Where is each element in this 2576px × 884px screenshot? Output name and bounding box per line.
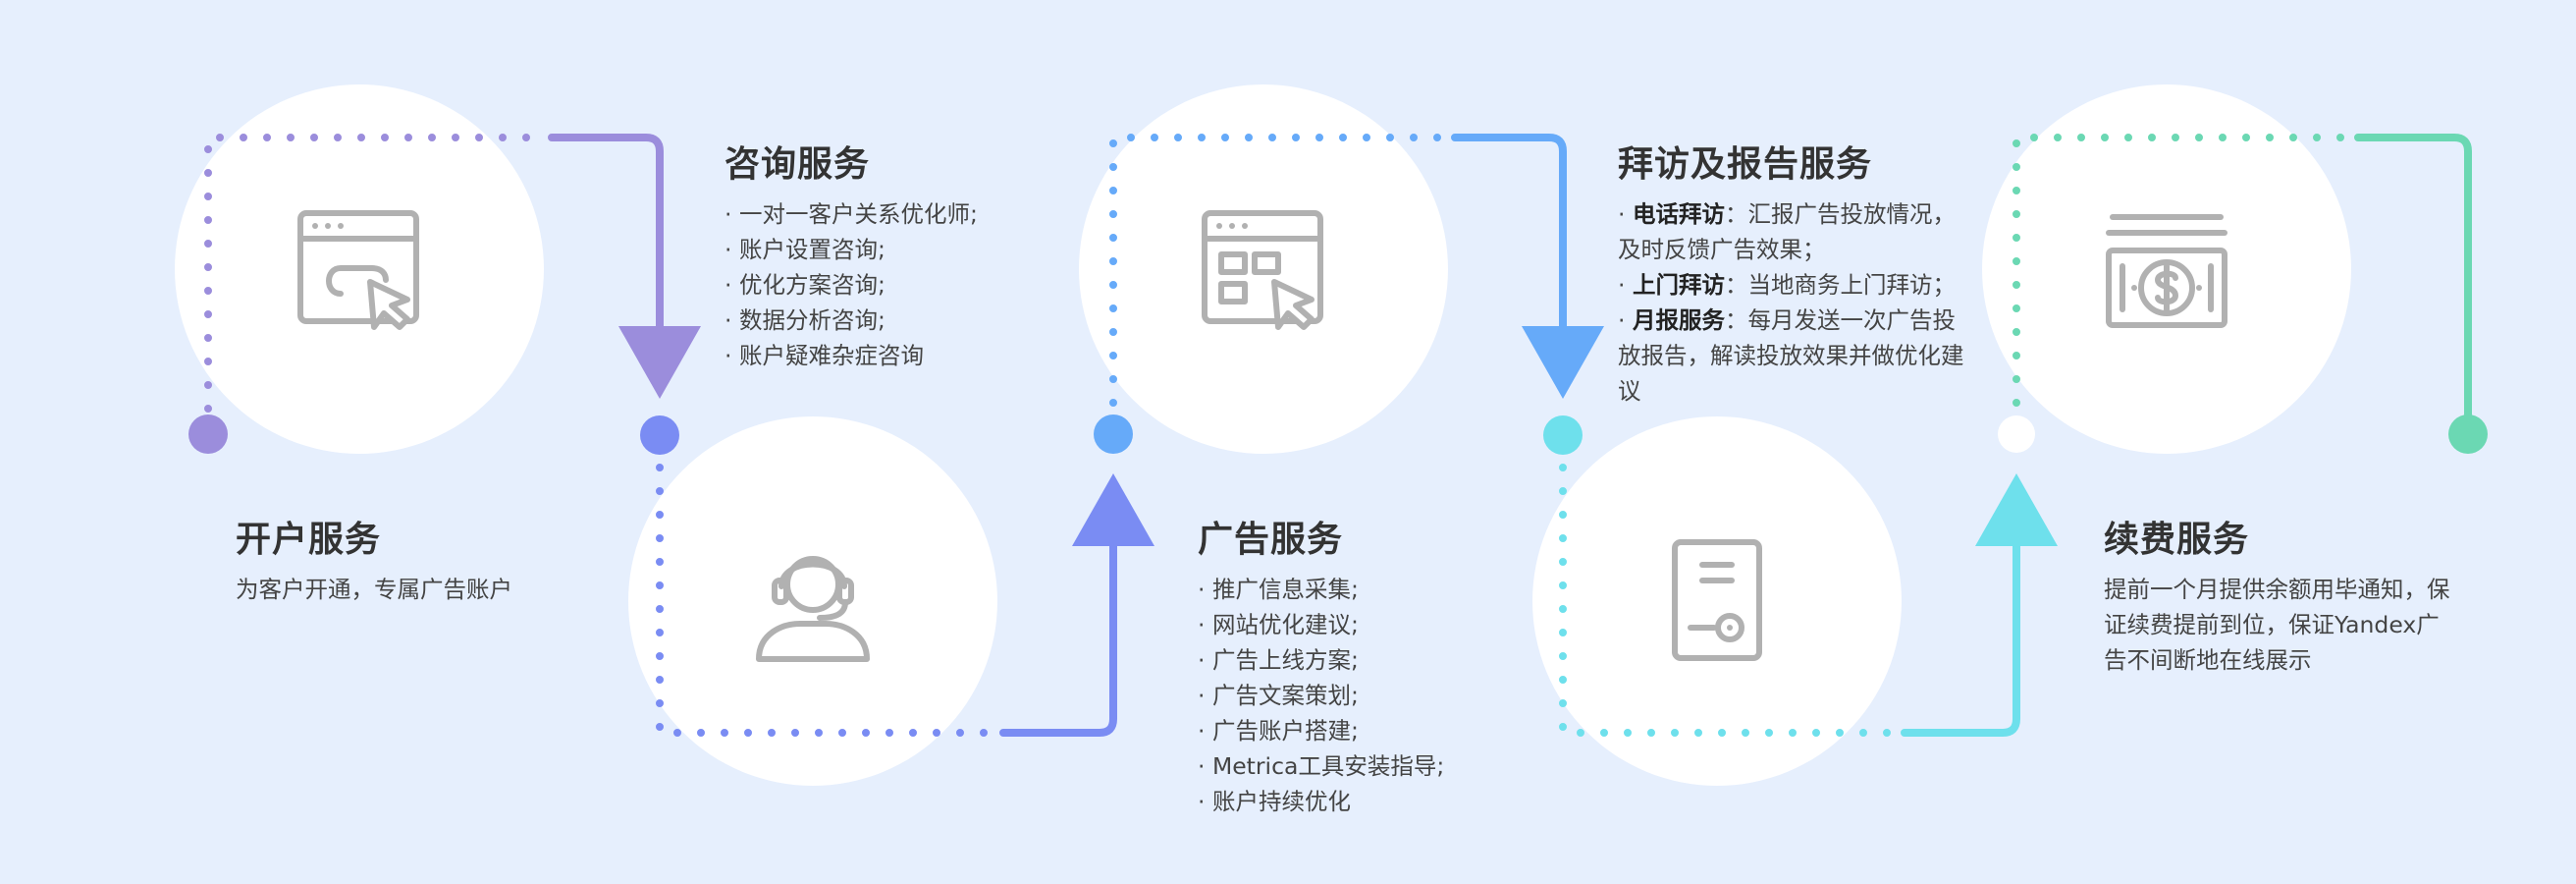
- step2-dotted-path: [656, 464, 995, 737]
- list-item: · 优化方案咨询;: [724, 271, 886, 299]
- step2-title: 咨询服务: [724, 144, 871, 185]
- browser-click-icon: [297, 210, 419, 330]
- step4-title: 拜访及报告服务: [1618, 144, 1873, 185]
- step5-start-dot: [1998, 415, 2035, 453]
- step3-arrow-down: [1522, 326, 1604, 399]
- step5-desc: 提前一个月提供余额用毕通知，保证续费提前到位，保证Yandex广告不间断地在线展…: [2104, 576, 2450, 674]
- step1-arrow-down: [618, 326, 701, 399]
- step4-solid-path: [1901, 534, 2020, 737]
- step1-desc: 为客户开通，专属广告账户: [236, 576, 512, 603]
- browser-grid-click-icon: [1202, 210, 1323, 330]
- step2-text: 咨询服务 · 一对一客户关系优化师; · 账户设置咨询; · 优化方案咨询; ·…: [724, 136, 1058, 373]
- step2-circle: [628, 416, 997, 786]
- list-item: · 广告文案策划;: [1198, 682, 1359, 709]
- step3-dot: [1094, 414, 1133, 454]
- step4-circle: [1532, 416, 1902, 786]
- list-item: · 一对一客户关系优化师;: [724, 200, 978, 228]
- step4-dotted-path: [1559, 464, 1899, 737]
- step1-solid-path: [548, 134, 664, 350]
- list-item: · 网站优化建议;: [1198, 611, 1359, 638]
- item-text: ：当地商务上门拜访；: [1724, 271, 1956, 299]
- list-item: · 月报服务：每月发送一次广告投放报告，解读投放效果并做优化建议: [1618, 306, 1964, 405]
- step3-dotted-path: [1109, 134, 1449, 407]
- step3-solid-path: [1451, 134, 1567, 350]
- item-text: ：汇报广告投放情况，及时反馈广告效果；: [1618, 200, 1956, 263]
- document-report-icon: [1672, 539, 1762, 661]
- list-item: · 账户设置咨询;: [724, 236, 886, 263]
- list-item: · 账户持续优化: [1198, 788, 1351, 815]
- list-item: · 账户疑难杂症咨询: [724, 342, 924, 369]
- step2-dot: [640, 415, 679, 455]
- step4-list: · 电话拜访：汇报广告投放情况，及时反馈广告效果； · 上门拜访：当地商务上门拜…: [1618, 196, 1971, 409]
- list-item: · 上门拜访：当地商务上门拜访；: [1618, 271, 1956, 299]
- step3-circle: [1079, 84, 1448, 454]
- step4-arrow-up: [1975, 473, 2058, 546]
- step1-text: 开户服务 为客户开通，专属广告账户: [236, 511, 609, 607]
- step2-list: · 一对一客户关系优化师; · 账户设置咨询; · 优化方案咨询; · 数据分析…: [724, 196, 1058, 373]
- step5-dotted-path: [2012, 134, 2352, 407]
- list-item: · 数据分析咨询;: [724, 306, 886, 334]
- customer-service-headset-icon: [756, 556, 870, 662]
- list-item: · Metrica工具安装指导;: [1198, 752, 1445, 780]
- step5-title: 续费服务: [2104, 520, 2250, 560]
- item-label: 月报服务: [1632, 306, 1725, 334]
- money-bills-icon: [2106, 214, 2227, 328]
- step1-dot: [188, 414, 228, 454]
- list-item: · 电话拜访：汇报广告投放情况，及时反馈广告效果；: [1618, 200, 1956, 263]
- step1-dotted-path: [204, 134, 554, 436]
- step3-title: 广告服务: [1198, 520, 1344, 560]
- step1-title: 开户服务: [236, 520, 382, 560]
- step5-end-dot: [2448, 414, 2488, 454]
- step5-solid-path: [2354, 134, 2472, 418]
- step3-text: 广告服务 · 推广信息采集; · 网站优化建议; · 广告上线方案; · 广告文…: [1198, 511, 1531, 819]
- item-text: ：每月发送一次广告投放报告，解读投放效果并做优化建议: [1618, 306, 1964, 405]
- step4-text: 拜访及报告服务 · 电话拜访：汇报广告投放情况，及时反馈广告效果； · 上门拜访…: [1618, 136, 1971, 409]
- step3-list: · 推广信息采集; · 网站优化建议; · 广告上线方案; · 广告文案策划; …: [1198, 572, 1531, 819]
- list-item: · 广告账户搭建;: [1198, 717, 1359, 745]
- step1-circle: [175, 84, 544, 454]
- item-label: 上门拜访: [1632, 271, 1725, 299]
- step2-arrow-up: [1072, 473, 1154, 546]
- step4-dot: [1543, 415, 1583, 455]
- list-item: · 广告上线方案;: [1198, 646, 1359, 674]
- step2-solid-path: [999, 534, 1117, 737]
- step5-circle: [1982, 84, 2351, 454]
- item-label: 电话拜访: [1632, 200, 1725, 228]
- step5-text: 续费服务 提前一个月提供余额用毕通知，保证续费提前到位，保证Yandex广告不间…: [2104, 511, 2457, 678]
- list-item: · 推广信息采集;: [1198, 576, 1359, 603]
